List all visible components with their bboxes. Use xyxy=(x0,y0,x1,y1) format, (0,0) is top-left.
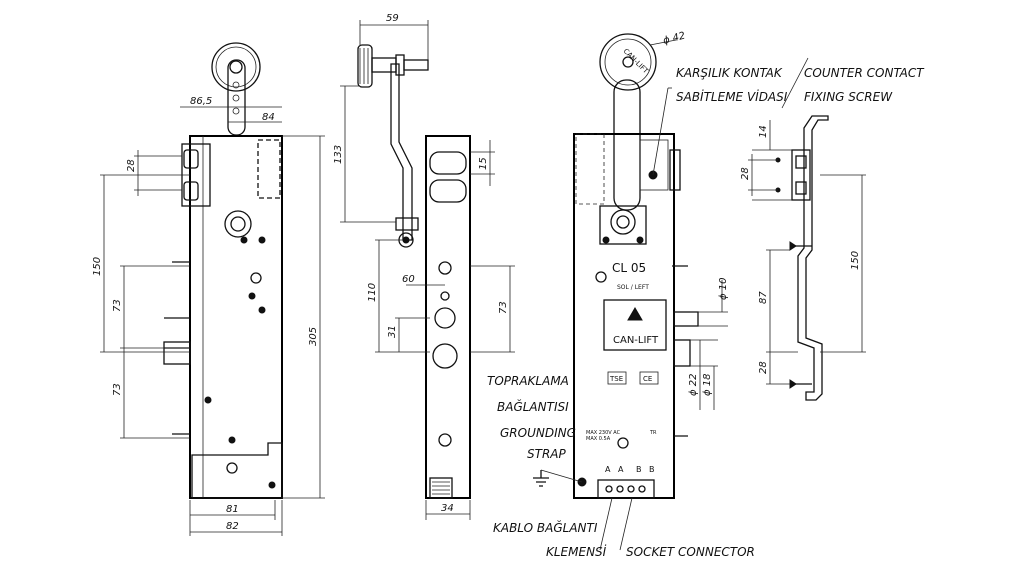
terminal-b-2: B xyxy=(649,465,655,474)
side-view xyxy=(340,20,515,520)
front-lever-arm xyxy=(227,59,246,136)
dim-86-5: 86,5 xyxy=(190,96,212,107)
dim-59: 59 xyxy=(386,13,399,24)
ground-symbol xyxy=(533,470,549,487)
dim-133: 133 xyxy=(333,145,344,164)
tse-mark: TSE xyxy=(609,375,623,383)
dim-phi42: ϕ 42 xyxy=(662,30,687,46)
terminal-b-1: B xyxy=(636,465,642,474)
label-socket-en: SOCKET CONNECTOR xyxy=(626,545,755,559)
label-grounding-tr-2: BAĞLANTISI xyxy=(497,399,569,414)
bracket-view xyxy=(748,115,866,401)
dim-phi10: ϕ 10 xyxy=(718,278,729,301)
label-cable-tr-1: KABLO BAĞLANTI xyxy=(493,520,598,535)
dim-305: 305 xyxy=(308,327,319,346)
terminal-block xyxy=(597,479,655,499)
dim-28-bottom: 28 xyxy=(758,361,769,374)
dim-phi22: ϕ 22 xyxy=(688,374,699,397)
side-label: SOL / LEFT xyxy=(617,284,649,291)
label-grounding-tr-1: TOPRAKLAMA xyxy=(487,374,569,388)
terminal-a-1: A xyxy=(605,465,611,474)
label-fixing-screw-tr: SABİTLEME VİDASI xyxy=(676,89,788,104)
dim-28-right: 28 xyxy=(740,167,751,180)
ce-mark: CE xyxy=(643,375,652,383)
label-cable-tr-2: KLEMENSİ xyxy=(546,544,607,559)
dim-82: 82 xyxy=(226,521,239,532)
dim-31: 31 xyxy=(387,325,398,338)
label-counter-contact-en: COUNTER CONTACT xyxy=(804,66,925,80)
front-view xyxy=(100,42,325,536)
label-grounding-en-1: GROUNDING xyxy=(500,426,576,440)
tr-mark: TR xyxy=(649,430,657,436)
brand-plate xyxy=(603,299,667,351)
side-body xyxy=(425,135,471,499)
dim-73-side: 73 xyxy=(498,301,509,314)
dim-73-a: 73 xyxy=(112,299,123,312)
roller-text: CAN-LIFT xyxy=(622,47,651,76)
side-bent-lever xyxy=(390,63,413,241)
dim-73-b: 73 xyxy=(112,383,123,396)
label-grounding-en-2: STRAP xyxy=(527,447,566,461)
dim-60: 60 xyxy=(402,274,415,285)
brand-logo-icon xyxy=(627,307,643,321)
dim-phi18: ϕ 18 xyxy=(702,374,713,397)
rating-line-1: MAX 230V AC xyxy=(586,430,621,436)
label-view xyxy=(533,33,809,551)
label-body xyxy=(573,133,675,499)
front-roller xyxy=(211,42,261,92)
dim-28-left: 28 xyxy=(126,159,137,172)
dim-14: 14 xyxy=(758,125,769,138)
dim-87: 87 xyxy=(758,291,769,304)
dim-84: 84 xyxy=(262,112,275,123)
dim-15: 15 xyxy=(478,157,489,170)
model-label: CL 05 xyxy=(612,261,646,275)
dim-150-right: 150 xyxy=(850,251,861,270)
terminal-a-2: A xyxy=(618,465,624,474)
dim-110: 110 xyxy=(367,283,378,302)
dim-34: 34 xyxy=(441,503,454,514)
dim-81: 81 xyxy=(226,504,239,515)
label-fixing-screw-en: FIXING SCREW xyxy=(804,90,893,104)
roller-wheel xyxy=(599,33,657,91)
rating-line-2: MAX 0.5A xyxy=(586,436,611,442)
bracket-profile xyxy=(797,115,829,401)
label-counter-contact-tr: KARŞILIK KONTAK xyxy=(676,66,783,80)
brand-label: CAN-LIFT xyxy=(613,335,659,346)
dim-150-left: 150 xyxy=(92,257,103,276)
